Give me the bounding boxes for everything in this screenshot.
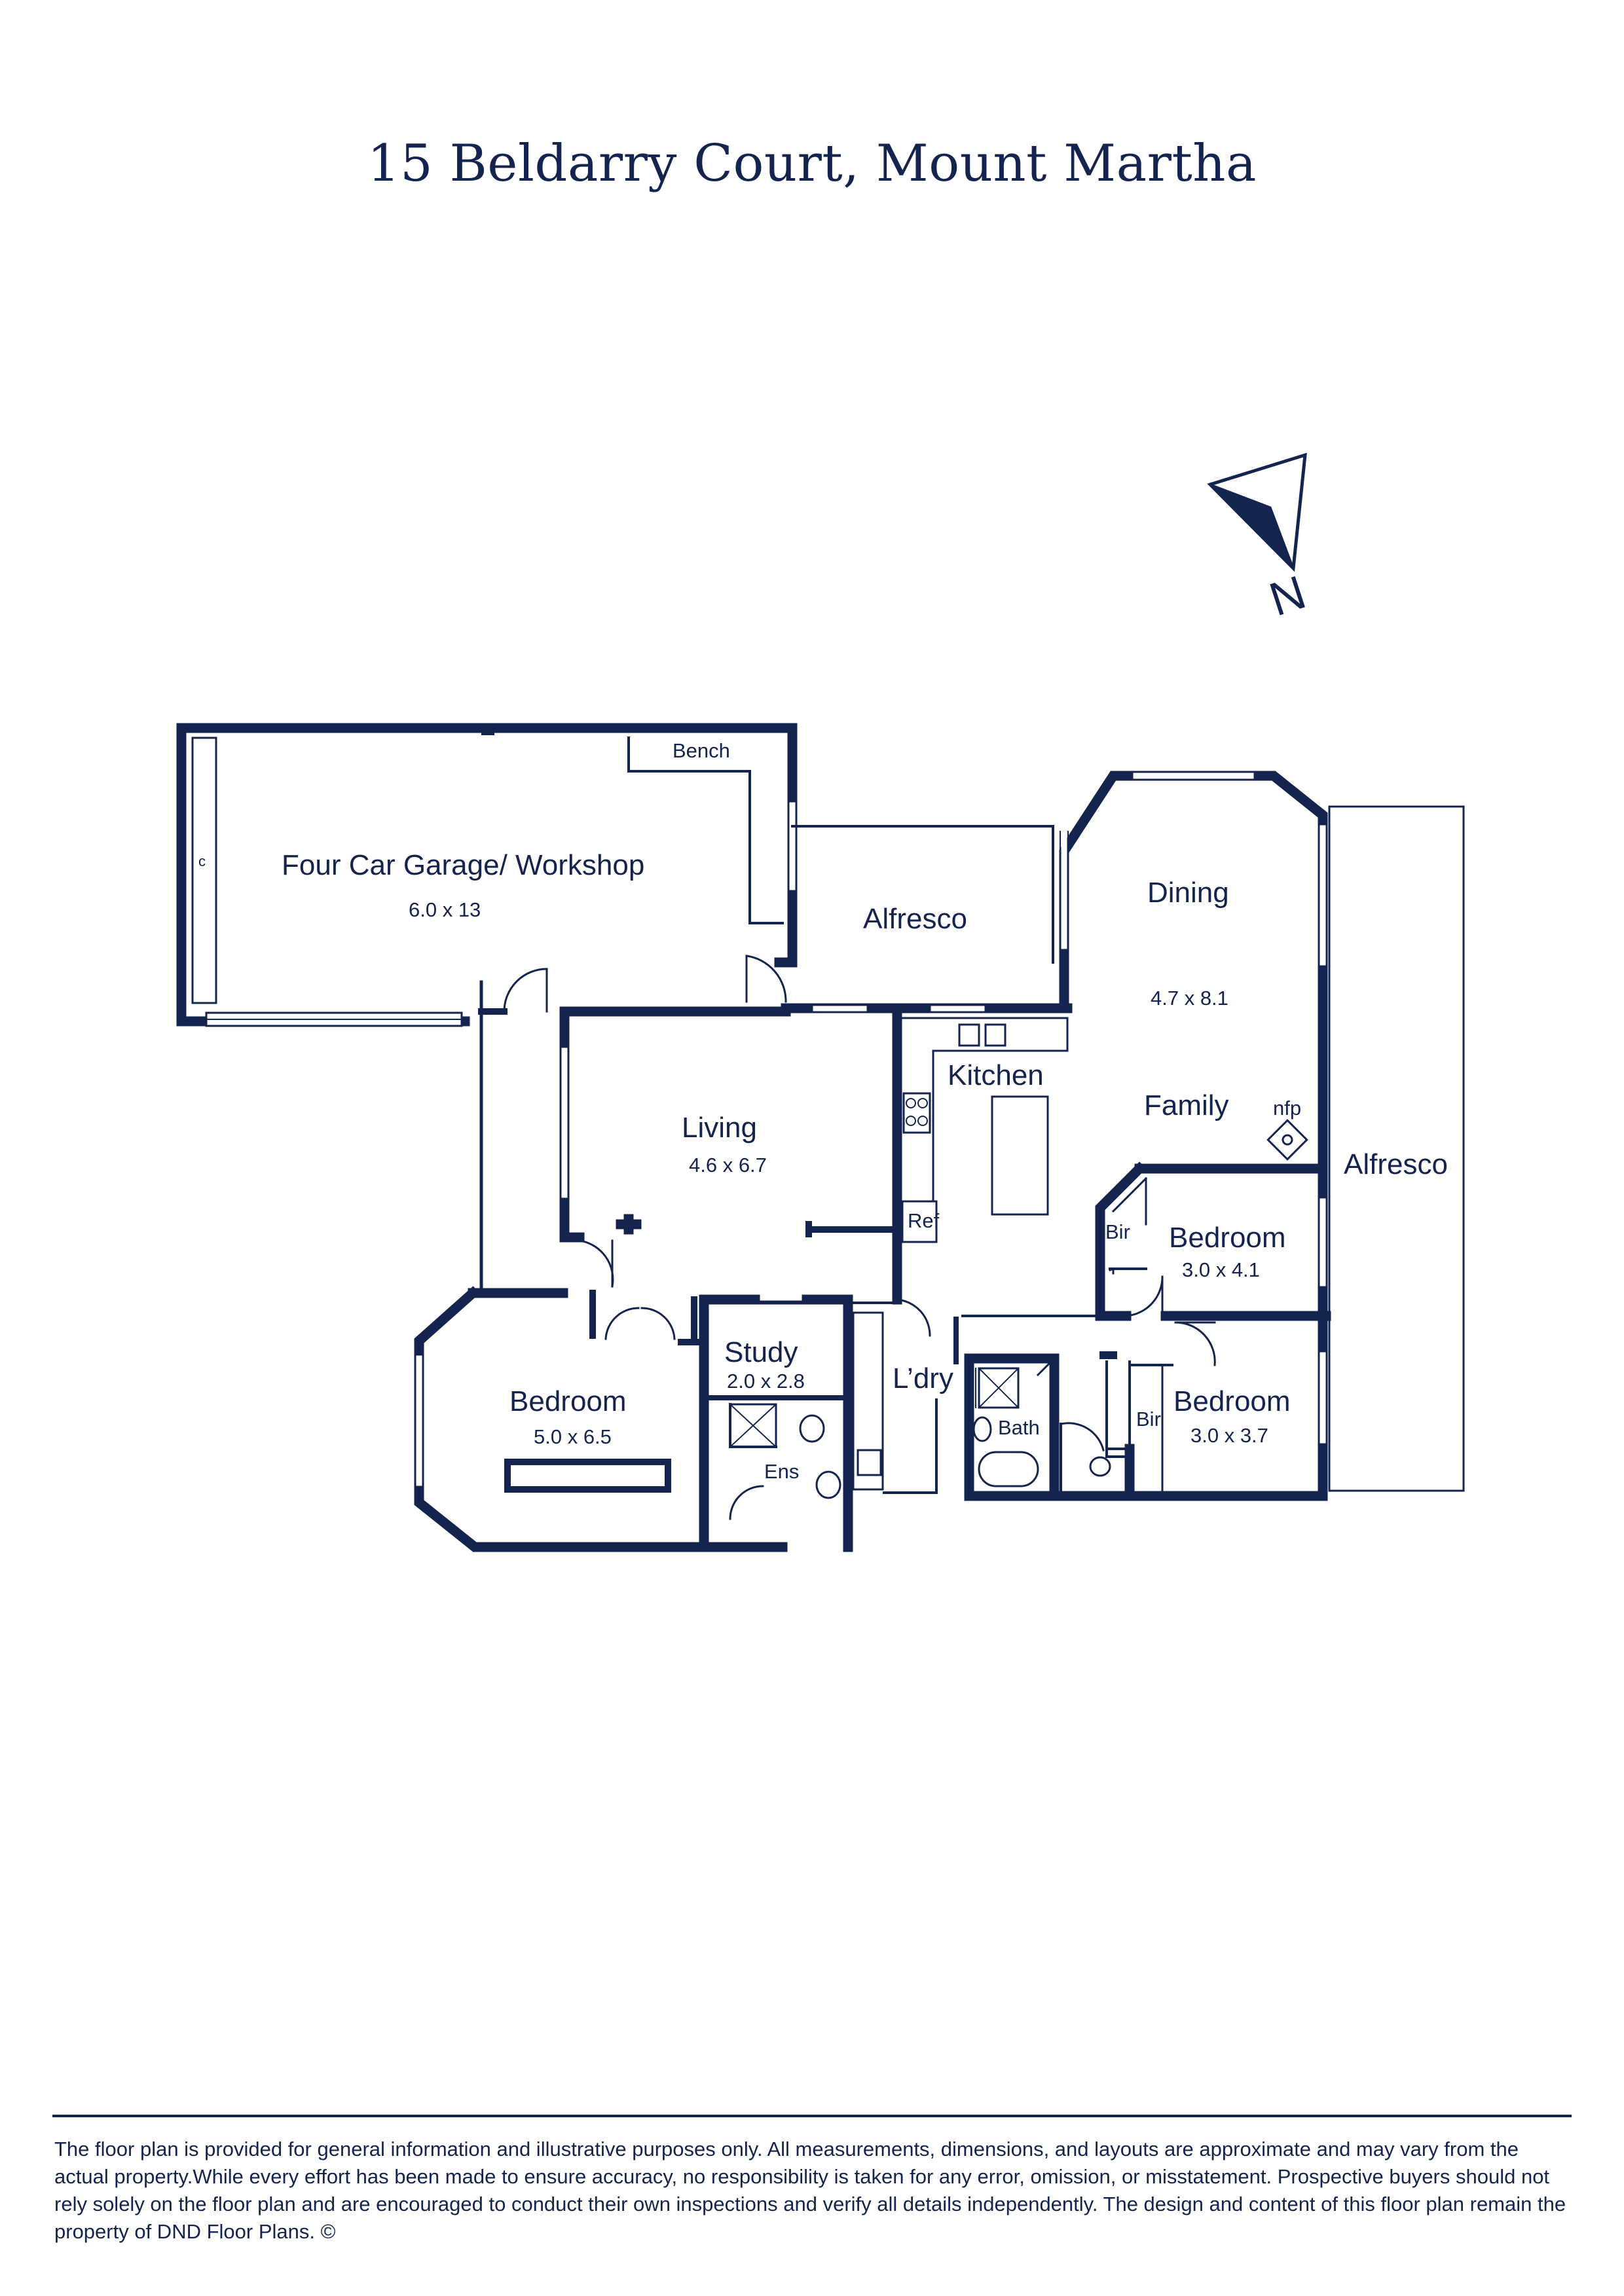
garage-dims: 6.0 x 13 — [409, 898, 481, 921]
bath-walls — [964, 1353, 1328, 1501]
kitchen-walls — [892, 1003, 1069, 1305]
compass-label: N — [1263, 566, 1312, 627]
bedroom-se-name: Bedroom — [1173, 1385, 1291, 1417]
alfresco-north-walls — [745, 825, 1073, 1013]
plan-title: 15 Beldarry Court, Mount Martha — [367, 134, 1257, 193]
bedroom-east-name: Bedroom — [1169, 1222, 1286, 1254]
ref-label: Ref — [908, 1209, 940, 1232]
bedroom-main-name: Bedroom — [509, 1385, 627, 1417]
alfresco-east-outline — [1328, 805, 1465, 1492]
footer-divider — [52, 2115, 1572, 2117]
bath-name: Bath — [998, 1416, 1040, 1439]
garage-c-label: c — [198, 853, 206, 869]
disclaimer-text: The floor plan is provided for general i… — [54, 2138, 1566, 2243]
dining-family-walls — [1059, 771, 1328, 1495]
bedroom-main-dims: 5.0 x 6.5 — [534, 1425, 612, 1448]
nfp-label: nfp — [1273, 1097, 1301, 1120]
laundry-name: L’dry — [893, 1362, 953, 1394]
study-ens-walls — [699, 1294, 853, 1552]
bedroom-east-dims: 3.0 x 4.1 — [1182, 1258, 1260, 1281]
alfresco-east-name: Alfresco — [1344, 1148, 1448, 1180]
ens-name: Ens — [764, 1460, 799, 1483]
east-bedrooms-walls — [1095, 1161, 1331, 1494]
dining-name: Dining — [1147, 877, 1229, 909]
alfresco-north-name: Alfresco — [863, 903, 967, 935]
bir-east-label: Bir — [1105, 1220, 1130, 1243]
study-name: Study — [724, 1336, 798, 1368]
bir-se-label: Bir — [1136, 1408, 1161, 1430]
kitchen-name: Kitchen — [948, 1059, 1044, 1091]
laundry-walls — [850, 1298, 1115, 1494]
living-name: Living — [682, 1112, 757, 1144]
garage-walls — [176, 723, 798, 1027]
study-dims: 2.0 x 2.8 — [727, 1370, 805, 1393]
family-name: Family — [1144, 1089, 1229, 1121]
dining-dims: 4.7 x 8.1 — [1151, 987, 1228, 1010]
living-dims: 4.6 x 6.7 — [689, 1154, 767, 1176]
north-compass-icon — [1207, 452, 1307, 572]
entry-walls — [478, 968, 548, 1292]
bedroom-se-dims: 3.0 x 3.7 — [1190, 1424, 1268, 1447]
garage-name: Four Car Garage/ Workshop — [282, 849, 644, 881]
main-bedroom-walls — [414, 1286, 845, 1552]
living-walls — [559, 1006, 900, 1288]
bench-label: Bench — [673, 739, 730, 762]
